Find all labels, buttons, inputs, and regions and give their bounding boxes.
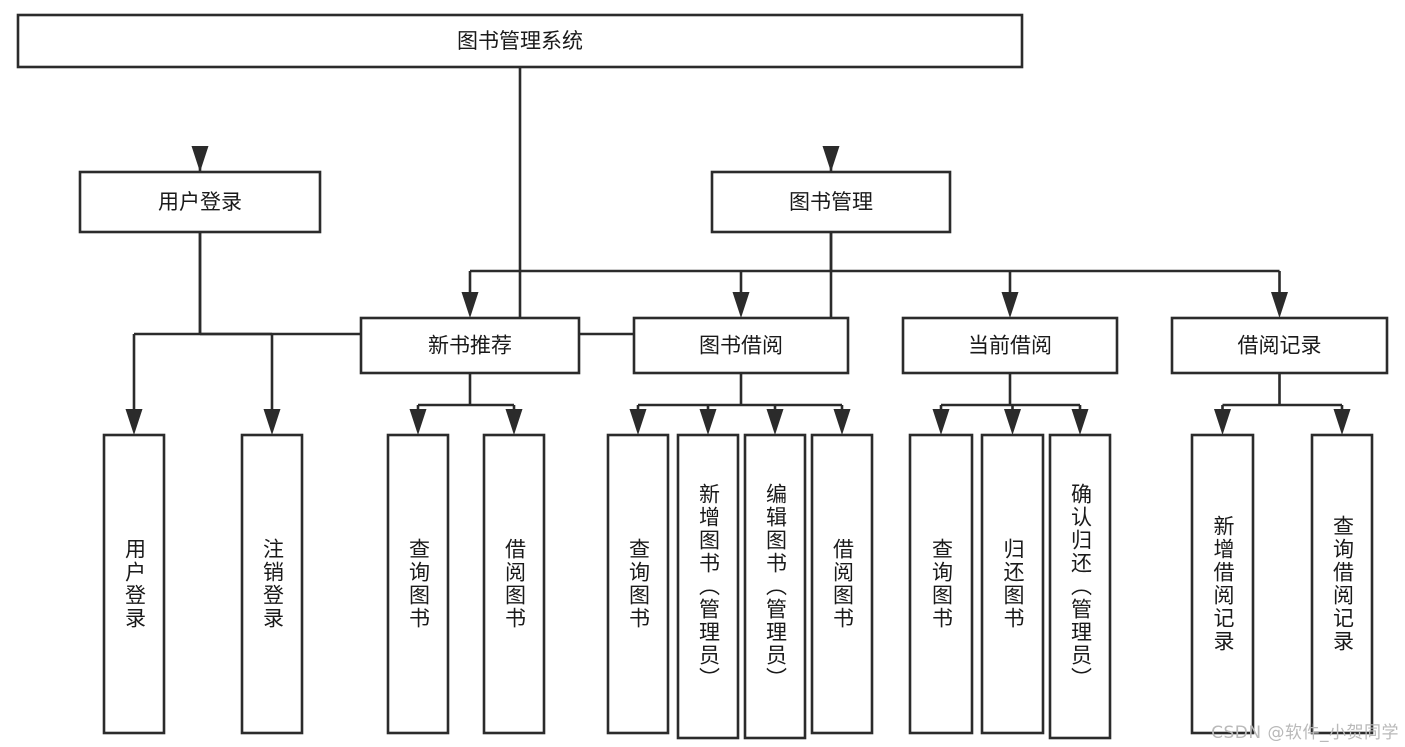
- arrow-head-leaf-query-book-3: [932, 409, 950, 435]
- node-box-current-borrow[interactable]: [901, 316, 1119, 375]
- node-box-leaf-query-book-1[interactable]: [386, 433, 450, 735]
- arrow-head-leaf-query-book-2: [629, 409, 647, 435]
- arrow-head-leaf-add-book: [699, 409, 717, 435]
- node-box-leaf-query-record[interactable]: [1310, 433, 1374, 735]
- watermark-text: CSDN @软件_小贺同学: [1211, 723, 1399, 743]
- node-box-leaf-user-login[interactable]: [102, 433, 166, 735]
- arrow-head-leaf-borrow-book-1: [505, 409, 523, 435]
- node-box-book-manage[interactable]: [710, 170, 952, 234]
- arrow-head-borrow-record: [1271, 292, 1288, 318]
- node-box-leaf-query-book-2[interactable]: [606, 433, 670, 735]
- node-label-user-login: 用户登录: [158, 190, 242, 214]
- node-box-root[interactable]: [16, 13, 1024, 69]
- node-box-leaf-borrow-book-2[interactable]: [810, 433, 874, 735]
- node-box-leaf-logout[interactable]: [240, 433, 304, 735]
- arrow-head-leaf-confirm-return: [1071, 409, 1089, 435]
- node-box-leaf-return-book[interactable]: [980, 433, 1045, 735]
- node-box-borrow-record[interactable]: [1170, 316, 1389, 375]
- node-box-leaf-add-record[interactable]: [1190, 433, 1255, 735]
- arrow-head-leaf-query-record: [1333, 409, 1351, 435]
- node-box-leaf-add-book[interactable]: [676, 433, 740, 740]
- arrow-head-leaf-return-book: [1004, 409, 1021, 435]
- arrow-head-leaf-borrow-book-2: [833, 409, 851, 435]
- node-label-book-borrow: 图书借阅: [699, 334, 783, 358]
- nodes-layer: [16, 13, 1389, 740]
- node-label-root: 图书管理系统: [457, 29, 583, 53]
- node-label-current-borrow: 当前借阅: [968, 334, 1052, 358]
- node-box-leaf-borrow-book-1[interactable]: [482, 433, 546, 735]
- node-label-book-manage: 图书管理: [789, 190, 873, 214]
- edges-layer: [125, 67, 1351, 435]
- arrow-head-book-manage: [822, 146, 840, 172]
- node-box-new-book-rec[interactable]: [359, 316, 581, 375]
- node-box-leaf-query-book-3[interactable]: [908, 433, 974, 735]
- node-box-book-borrow[interactable]: [632, 316, 850, 375]
- node-label-new-book-rec: 新书推荐: [428, 334, 512, 358]
- node-label-borrow-record: 借阅记录: [1238, 334, 1322, 358]
- arrow-head-leaf-query-book-1: [409, 409, 427, 435]
- arrow-head-leaf-user-login: [125, 409, 143, 435]
- node-box-user-login[interactable]: [78, 170, 322, 234]
- arrow-head-new-book-rec: [461, 292, 479, 318]
- arrow-head-leaf-add-record: [1214, 409, 1231, 435]
- arrow-head-leaf-edit-book: [766, 409, 784, 435]
- node-box-leaf-edit-book[interactable]: [743, 433, 807, 740]
- arrow-head-user-login: [191, 146, 209, 172]
- arrow-head-leaf-logout: [263, 409, 281, 435]
- node-box-leaf-confirm-return[interactable]: [1048, 433, 1112, 740]
- arrow-head-book-borrow: [732, 292, 750, 318]
- arrow-head-current-borrow: [1001, 292, 1019, 318]
